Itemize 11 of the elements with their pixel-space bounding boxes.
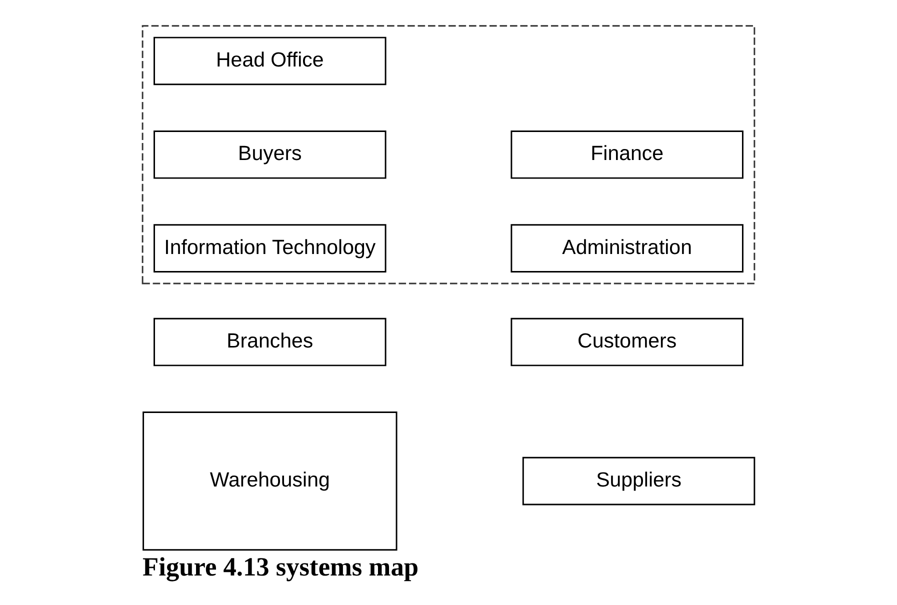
- node-box: Customers: [510, 318, 744, 366]
- node-box: Finance: [510, 130, 744, 179]
- node-box: Warehousing: [142, 412, 398, 551]
- cluster: [142, 25, 756, 284]
- node-box: Head Office: [154, 36, 386, 86]
- node-box: Suppliers: [522, 456, 756, 506]
- node-box: Information Technology: [154, 224, 386, 272]
- node-box: Buyers: [154, 130, 386, 179]
- caption: Figure 4.13 systems map: [142, 552, 419, 582]
- node-box: Branches: [154, 318, 386, 366]
- node-box: Administration: [510, 224, 744, 272]
